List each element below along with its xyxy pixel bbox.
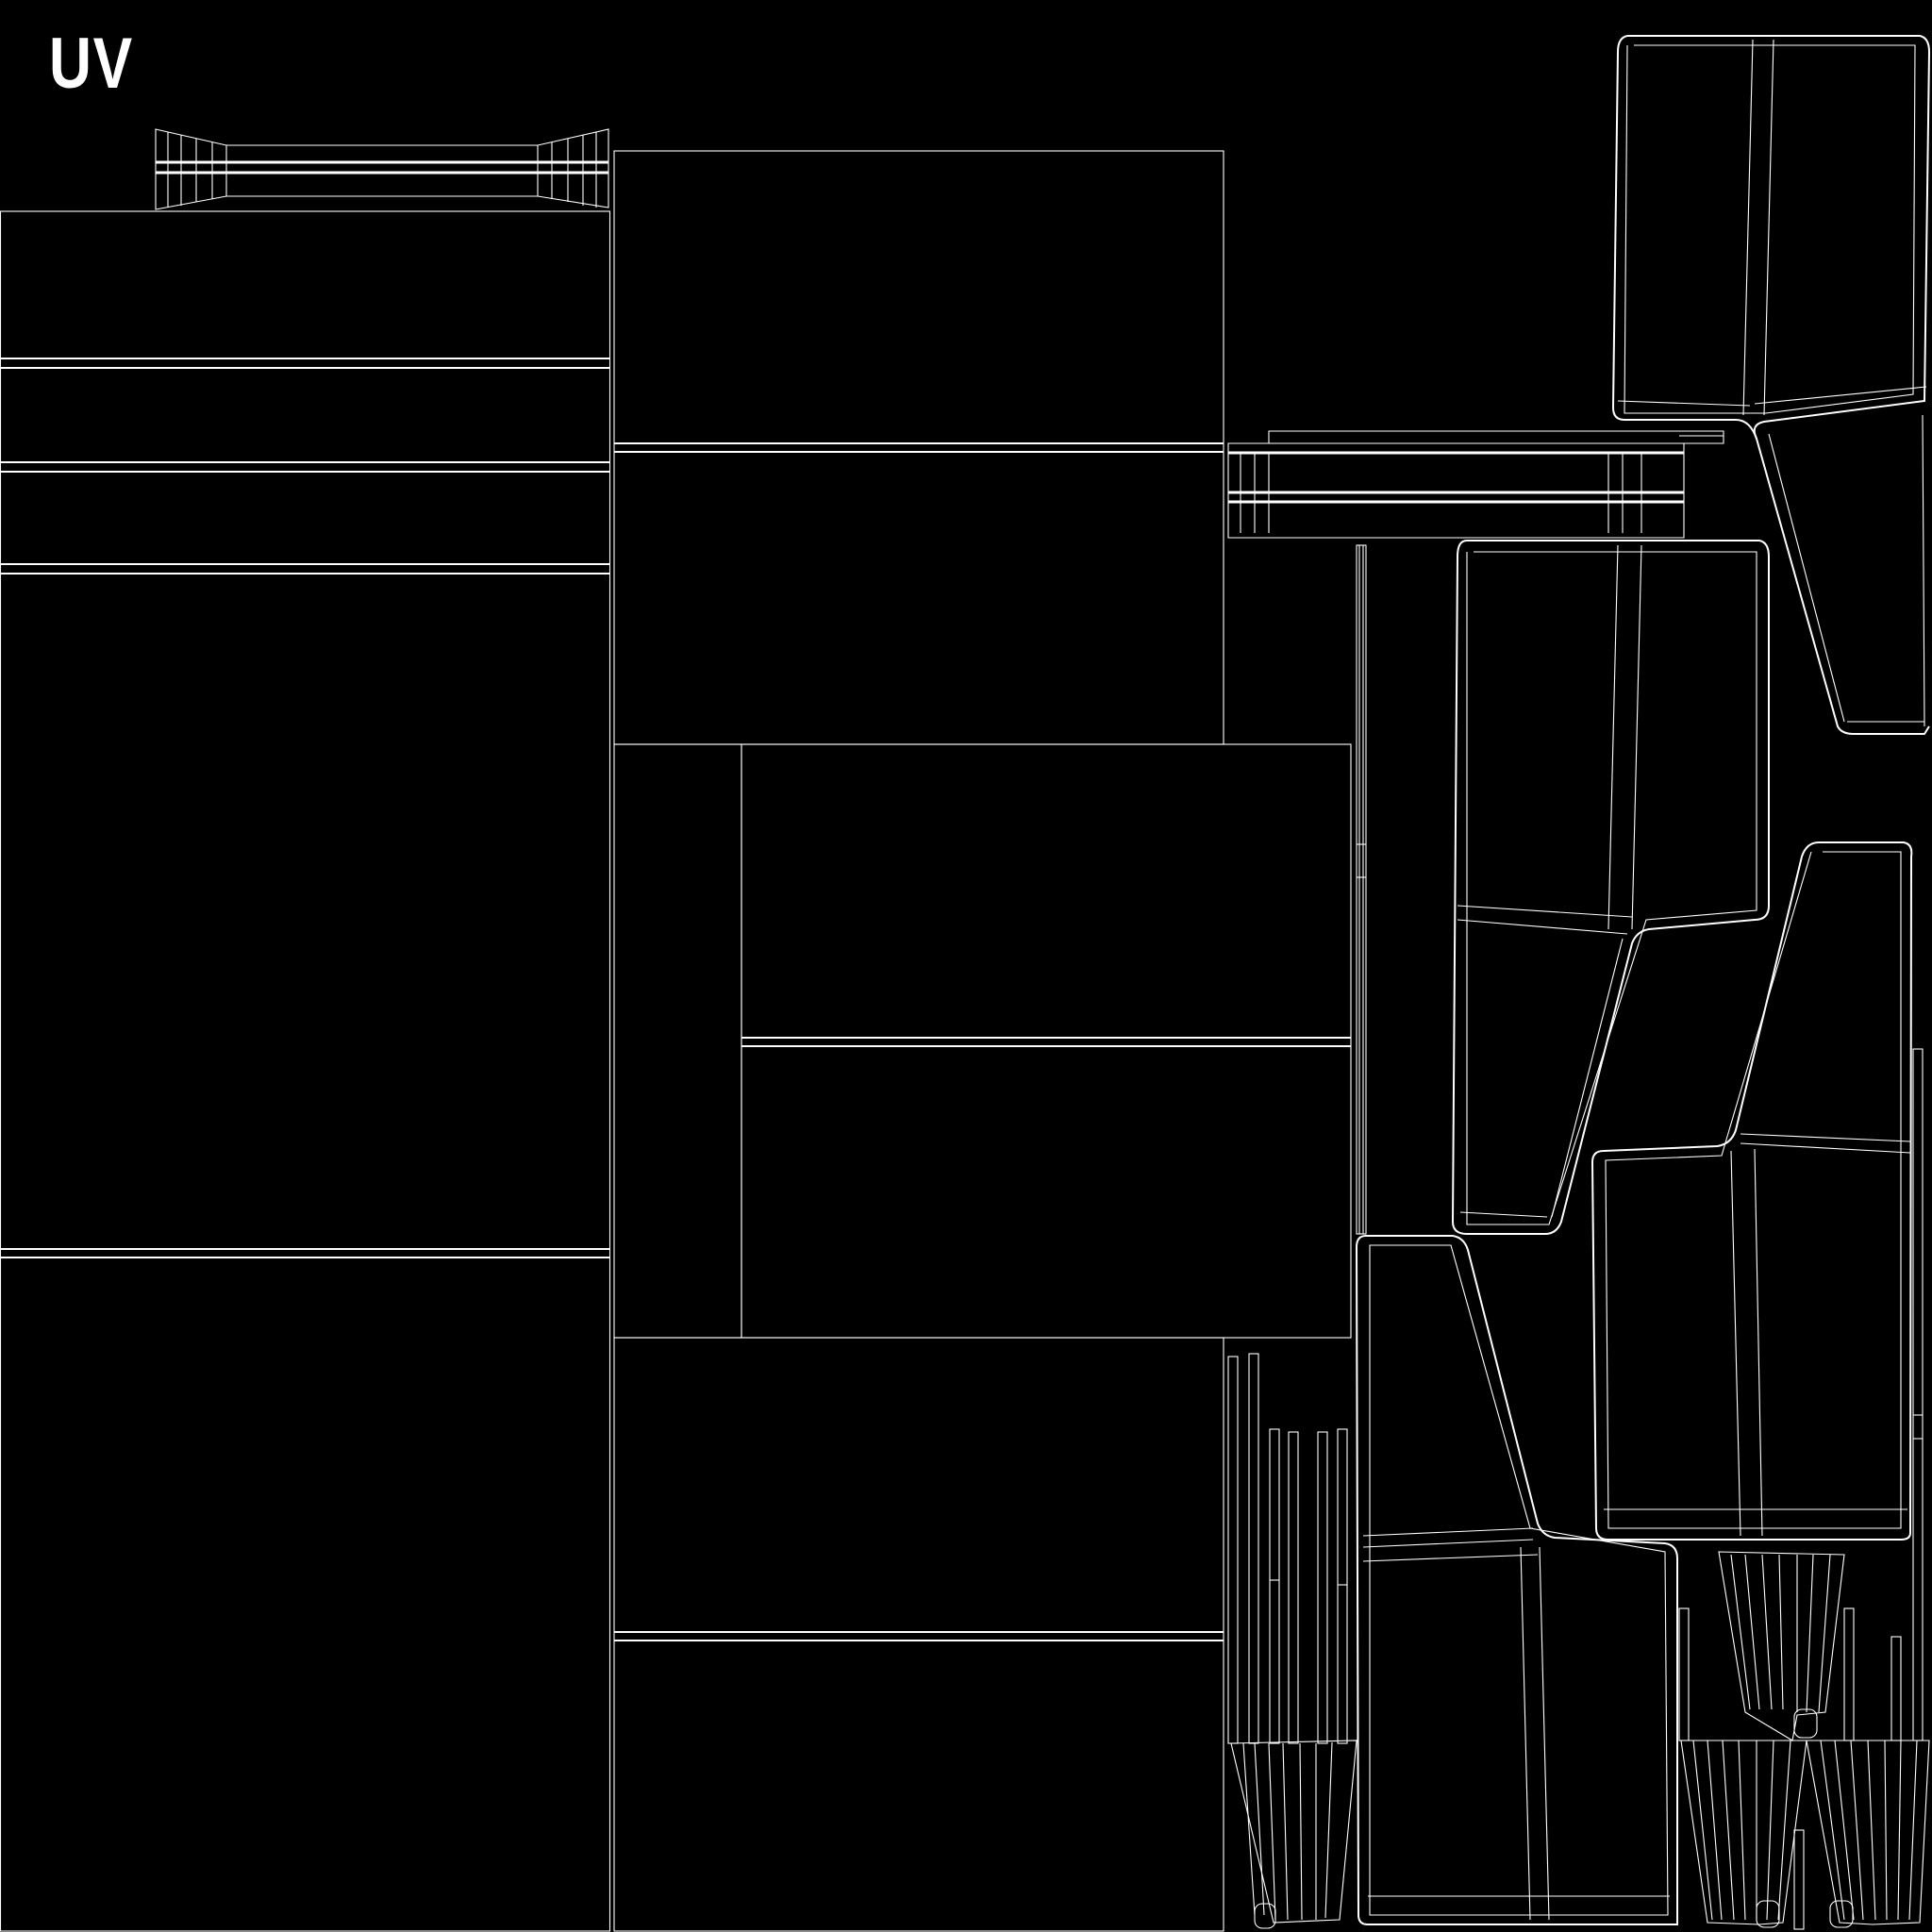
uv-island-leg-group-right	[1678, 1048, 1930, 1930]
uv-island-top-rail	[155, 128, 609, 210]
uv-island-middle-center-panel	[613, 743, 1352, 1339]
uv-island-middle-bottom-panel	[613, 1337, 1224, 1932]
uv-island-chair-shell-4	[1355, 1235, 1678, 1925]
uv-island-chair-shell-1	[1611, 35, 1931, 735]
uv-island-chair-shell-2	[1451, 540, 1770, 1235]
uv-island-chair-shell-3	[1591, 841, 1913, 1541]
uv-island-left-strip	[0, 210, 611, 1932]
map-title: UV	[49, 24, 134, 104]
uv-island-leg-group-left	[1227, 1353, 1357, 1929]
uv-island-middle-top-panel	[613, 150, 1224, 745]
uv-island-thin-pole	[1356, 544, 1367, 1235]
uv-island-seat-rail	[1227, 430, 1724, 539]
